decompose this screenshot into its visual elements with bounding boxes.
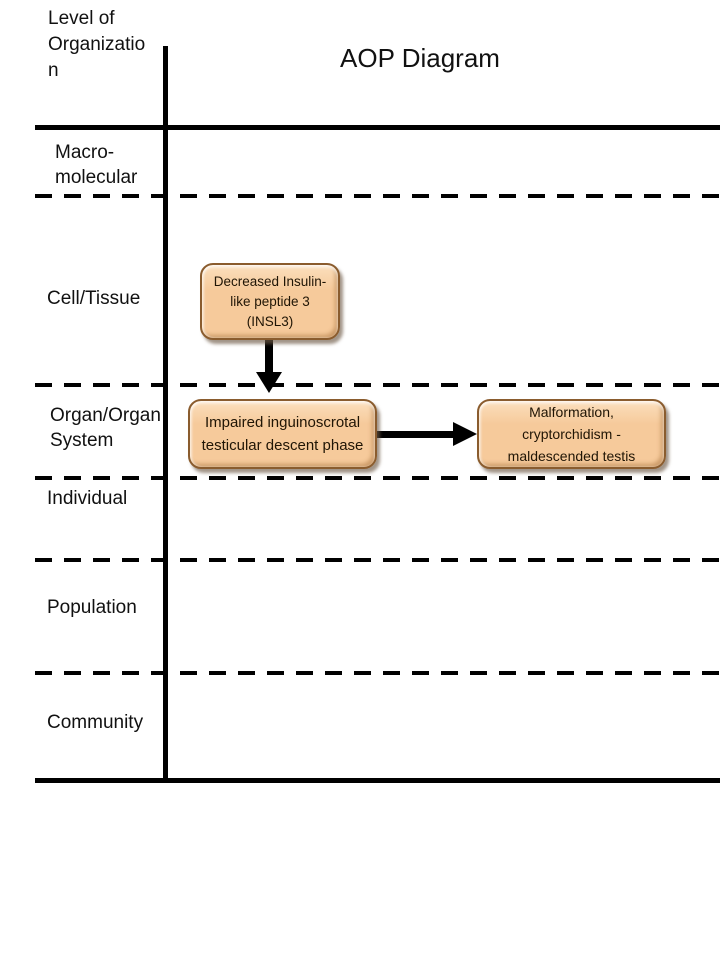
level-label-individual: Individual (47, 488, 128, 509)
level-label-celltissue: Cell/Tissue (47, 288, 141, 309)
row-divider-organ (35, 476, 720, 480)
page-title: AOP Diagram (340, 43, 500, 73)
edge-down-shaft (265, 339, 273, 374)
axis-title: Level of Organizatio n (48, 8, 146, 81)
row-divider-individual (35, 558, 720, 562)
row-divider-macromolecular (35, 194, 720, 198)
top-border-line (35, 125, 720, 130)
level-label-organ-system: Organ/Organ System (50, 405, 161, 451)
bottom-border-line (35, 778, 720, 783)
row-divider-celltissue (35, 383, 720, 387)
level-label-population: Population (47, 597, 137, 618)
edge-right-arrowhead-icon (453, 422, 477, 446)
level-label-community: Community (47, 712, 144, 733)
level-label-macromolecular: Macro- molecular (55, 142, 138, 188)
row-divider-population (35, 671, 720, 675)
node-malformation-cryptorchidism[interactable]: Malformation, cryptorchidism - maldescen… (477, 399, 666, 469)
edge-right-shaft (377, 431, 455, 438)
node-impaired-testicular-descent[interactable]: Impaired inguinoscrotal testicular desce… (188, 399, 377, 469)
node-decreased-insl3[interactable]: Decreased Insulin- like peptide 3 (INSL3… (200, 263, 340, 340)
axis-vertical-line (163, 46, 168, 780)
edge-down-arrowhead-icon (256, 372, 282, 393)
